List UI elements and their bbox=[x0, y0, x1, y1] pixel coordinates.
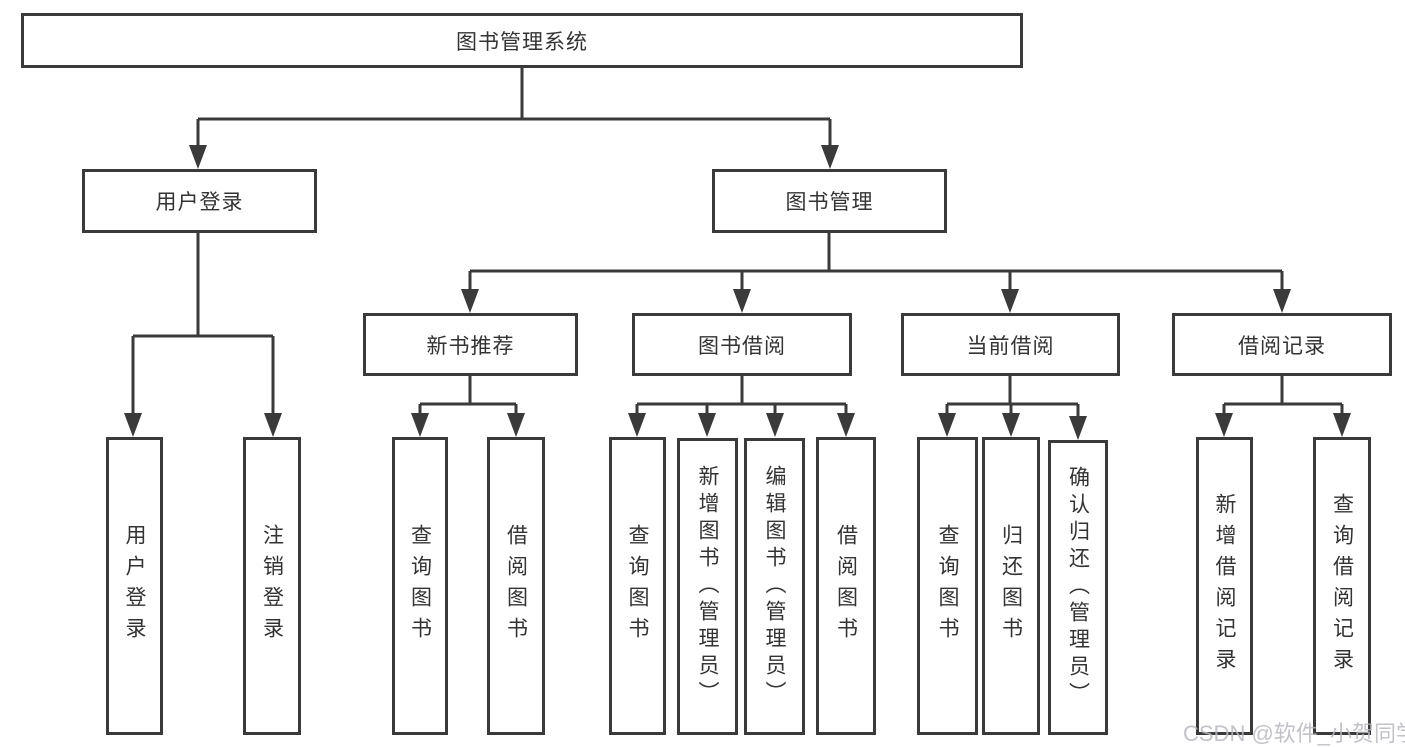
arrowhead bbox=[1333, 413, 1351, 437]
arrowhead bbox=[1002, 413, 1020, 437]
node-label: 查询图书 bbox=[626, 524, 649, 648]
node-current-borrowing: 当前借阅 bbox=[901, 313, 1120, 376]
leaf-confirm-return-admin: 确认归还（管理员） bbox=[1048, 440, 1108, 735]
node-borrowing-records: 借阅记录 bbox=[1172, 313, 1392, 376]
arrowhead bbox=[1215, 413, 1233, 437]
leaf-query-books-current: 查询图书 bbox=[917, 437, 978, 735]
node-label: 注销登录 bbox=[260, 524, 284, 648]
arrowhead bbox=[264, 413, 282, 437]
arrowhead bbox=[1273, 289, 1291, 313]
arrowhead bbox=[461, 289, 479, 313]
arrowhead bbox=[628, 413, 646, 437]
node-label: 确认归还（管理员） bbox=[1066, 466, 1090, 709]
node-new-book-recommend: 新书推荐 bbox=[363, 313, 578, 376]
node-book-management: 图书管理 bbox=[712, 169, 947, 233]
arrowhead bbox=[733, 289, 751, 313]
node-book-borrowing: 图书借阅 bbox=[632, 313, 852, 376]
arrowhead bbox=[821, 145, 839, 169]
node-label: 新增图书（管理员） bbox=[696, 465, 719, 708]
leaf-edit-books-admin: 编辑图书（管理员） bbox=[744, 438, 805, 735]
leaf-return-books: 归还图书 bbox=[982, 437, 1040, 735]
node-label: 图书管理系统 bbox=[456, 30, 588, 54]
leaf-query-books-borrowing: 查询图书 bbox=[609, 437, 666, 735]
leaf-add-books-admin: 新增图书（管理员） bbox=[677, 438, 738, 735]
node-label: 查询图书 bbox=[408, 524, 432, 648]
arrowhead bbox=[411, 413, 429, 437]
node-label: 归还图书 bbox=[999, 524, 1023, 648]
arrowhead bbox=[1069, 416, 1087, 440]
arrowhead bbox=[189, 145, 207, 169]
arrowhead bbox=[766, 413, 784, 437]
node-label: 新书推荐 bbox=[426, 334, 515, 358]
arrowhead bbox=[507, 413, 525, 437]
leaf-query-borrow-record: 查询借阅记录 bbox=[1313, 437, 1371, 735]
arrowhead bbox=[698, 413, 716, 437]
node-label: 当前借阅 bbox=[966, 334, 1055, 358]
node-label: 图书借阅 bbox=[698, 334, 786, 358]
leaf-borrow-books: 借阅图书 bbox=[816, 437, 876, 735]
arrowhead bbox=[938, 413, 956, 437]
leaf-borrow-books-recommend: 借阅图书 bbox=[487, 437, 545, 735]
node-library-system: 图书管理系统 bbox=[21, 13, 1023, 68]
arrowhead bbox=[124, 413, 142, 437]
node-label: 查询借阅记录 bbox=[1330, 493, 1354, 679]
leaf-logout: 注销登录 bbox=[243, 437, 301, 735]
leaf-query-books-recommend: 查询图书 bbox=[392, 437, 448, 735]
leaf-user-login: 用户登录 bbox=[106, 437, 163, 735]
arrowhead bbox=[1001, 289, 1019, 313]
node-label: 用户登录 bbox=[155, 191, 244, 214]
node-label: 编辑图书（管理员） bbox=[763, 465, 786, 708]
node-label: 用户登录 bbox=[123, 524, 146, 648]
node-label: 借阅记录 bbox=[1238, 334, 1326, 358]
node-label: 新增借阅记录 bbox=[1213, 493, 1236, 679]
node-label: 借阅图书 bbox=[504, 524, 528, 648]
node-label: 借阅图书 bbox=[834, 524, 858, 648]
arrowhead bbox=[837, 413, 855, 437]
node-label: 图书管理 bbox=[785, 191, 874, 214]
node-user-login: 用户登录 bbox=[82, 169, 317, 233]
leaf-add-borrow-record: 新增借阅记录 bbox=[1196, 437, 1253, 735]
node-label: 查询图书 bbox=[936, 524, 959, 648]
